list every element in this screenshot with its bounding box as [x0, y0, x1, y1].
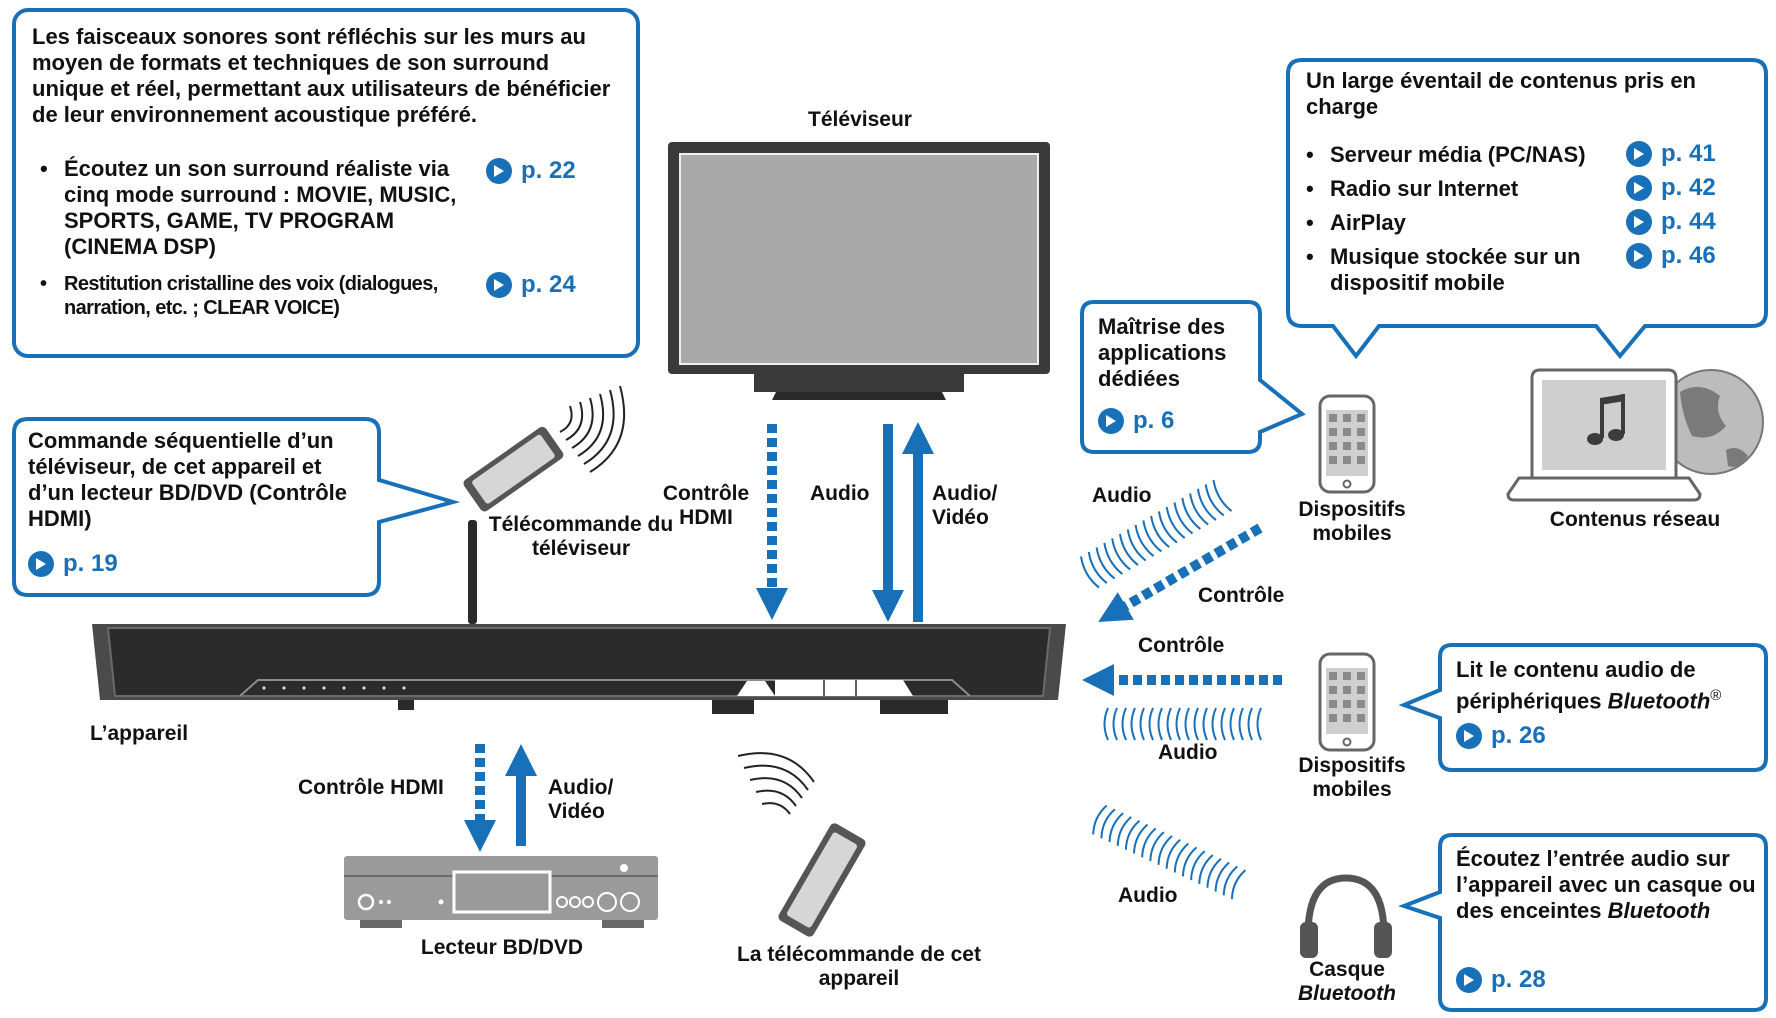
- arrow-circle-icon: [1456, 967, 1482, 993]
- bt-in-text: Lit le contenu audio de périphériques: [1456, 657, 1696, 714]
- apps-callout-text: Maîtrise des applications dédiées: [1098, 314, 1227, 391]
- unit-remote-illustration: [737, 752, 866, 937]
- apps-callout-ref[interactable]: p. 6: [1098, 407, 1174, 435]
- headphones-label: Casque Bluetooth: [1280, 958, 1414, 1006]
- content-item-2-text: Radio sur Internet: [1330, 176, 1519, 201]
- arrow-circle-icon: [1626, 141, 1652, 167]
- mobile-device-2-illustration: [1318, 652, 1376, 752]
- tv-remote-label: Télécommande du téléviseur: [488, 513, 674, 560]
- control-label-1: Contrôle: [1198, 584, 1285, 607]
- arrow-circle-icon: [1098, 408, 1124, 434]
- content-item-3-ref-label: p. 44: [1661, 208, 1716, 235]
- unit-remote-label: La télécommande de cet appareil: [737, 943, 981, 990]
- bt-out-callout-ref[interactable]: p. 28: [1456, 966, 1546, 994]
- surround-item-1-ref-label: p. 22: [521, 157, 576, 184]
- unit-label: L’appareil: [90, 722, 189, 745]
- bt-in-callout-text: Lit le contenu audio de périphériques Bl…: [1456, 657, 1756, 714]
- tv-label: Téléviseur: [808, 108, 912, 131]
- bt-in-registered: ®: [1710, 687, 1722, 704]
- content-item-2-ref-label: p. 42: [1661, 174, 1716, 201]
- soundbar-illustration: [92, 520, 1066, 714]
- bt-out-italic: Bluetooth: [1607, 898, 1711, 923]
- surround-item-2-ref[interactable]: p. 24: [486, 271, 576, 299]
- content-item-1: Serveur média (PC/NAS): [1306, 142, 1630, 168]
- headphones-label-text: Casque: [1309, 958, 1385, 981]
- tv-illustration: [668, 142, 1050, 400]
- surround-item-1: Écoutez un son surround réaliste via cin…: [40, 156, 480, 260]
- arrow-circle-icon: [1456, 723, 1482, 749]
- soundwave-audio-3: [1092, 804, 1247, 900]
- content-item-4-text: Musique stockée sur un dispositif mobile: [1330, 244, 1581, 295]
- control-label-2: Contrôle: [1138, 634, 1225, 657]
- bt-in-callout-ref-label: p. 26: [1491, 722, 1546, 749]
- surround-item-1-text: Écoutez un son surround réaliste via cin…: [64, 156, 457, 259]
- headphones-illustration: [1300, 874, 1392, 958]
- surround-item-2-ref-label: p. 24: [521, 271, 576, 298]
- headphones-label-italic: Bluetooth: [1298, 982, 1396, 1005]
- content-item-2-ref[interactable]: p. 42: [1626, 174, 1716, 202]
- hdmi-control-bd-label: Contrôle HDMI: [298, 776, 444, 799]
- hdmi-callout-ref-label: p. 19: [63, 550, 118, 577]
- content-title: Un large éventail de contenus pris en ch…: [1306, 68, 1696, 119]
- bt-out-callout-text: Écoutez l’entrée audio sur l’appareil av…: [1456, 846, 1756, 924]
- bt-in-italic: Bluetooth: [1607, 688, 1711, 714]
- audio-tv-label: Audio: [810, 482, 870, 505]
- content-item-3-text: AirPlay: [1330, 210, 1406, 235]
- content-item-1-ref[interactable]: p. 41: [1626, 140, 1716, 168]
- content-item-4-ref[interactable]: p. 46: [1626, 242, 1716, 270]
- arrow-circle-icon: [486, 158, 512, 184]
- apps-callout-ref-label: p. 6: [1133, 407, 1175, 434]
- surround-item-2: Restitution cristalline des voix (dialog…: [40, 272, 494, 320]
- surround-intro: Les faisceaux sonores sont réfléchis sur…: [32, 24, 611, 127]
- content-item-3: AirPlay: [1306, 210, 1630, 236]
- arrow-control-mobile-1: [1098, 523, 1263, 623]
- content-item-4: Musique stockée sur un dispositif mobile: [1306, 244, 1600, 296]
- arrow-circle-icon: [1626, 243, 1652, 269]
- callout-apps-box: [1080, 300, 1306, 454]
- arrow-circle-icon: [1626, 175, 1652, 201]
- content-item-1-ref-label: p. 41: [1661, 140, 1716, 167]
- surround-item-2-text: Restitution cristalline des voix (dialog…: [64, 273, 438, 319]
- callout-bt-in-box: [1398, 643, 1768, 772]
- content-item-4-ref-label: p. 46: [1661, 242, 1716, 269]
- audio-video-tv-label: Audio/ Vidéo: [932, 482, 998, 529]
- arrow-circle-icon: [486, 272, 512, 298]
- network-content-label: Contenus réseau: [1549, 508, 1721, 531]
- callout-hdmi-box: [12, 417, 461, 597]
- hdmi-control-tv-label: Contrôle HDMI: [662, 482, 750, 529]
- content-item-2: Radio sur Internet: [1306, 176, 1630, 202]
- content-item-3-ref[interactable]: p. 44: [1626, 208, 1716, 236]
- audio-video-bd-label: Audio/ Vidéo: [548, 776, 614, 823]
- audio-label-1: Audio: [1092, 484, 1152, 507]
- bt-in-callout-ref[interactable]: p. 26: [1456, 722, 1546, 750]
- arrow-circle-icon: [1626, 209, 1652, 235]
- mobile-label-1: Dispositifs mobiles: [1298, 498, 1406, 545]
- audio-label-2: Audio: [1158, 741, 1218, 764]
- bd-player-label: Lecteur BD/DVD: [420, 936, 584, 959]
- bd-player-illustration: [344, 856, 658, 928]
- tv-remote-illustration: [463, 385, 626, 512]
- hdmi-callout-text: Commande séquentielle d’un téléviseur, d…: [28, 428, 348, 531]
- arrow-circle-icon: [28, 551, 54, 577]
- soundwave-audio-2: [1103, 707, 1262, 741]
- surround-item-1-ref[interactable]: p. 22: [486, 157, 576, 185]
- laptop-globe-illustration: [1506, 368, 1764, 502]
- mobile-label-2: Dispositifs mobiles: [1298, 754, 1406, 801]
- audio-label-3: Audio: [1118, 884, 1178, 907]
- hdmi-callout-ref[interactable]: p. 19: [28, 550, 118, 578]
- content-item-1-text: Serveur média (PC/NAS): [1330, 142, 1586, 167]
- soundwave-audio-1: [1080, 479, 1233, 589]
- callout-bt-out-box: [1398, 833, 1768, 1012]
- bt-out-text: Écoutez l’entrée audio sur l’appareil av…: [1456, 846, 1756, 923]
- mobile-device-1-illustration: [1318, 394, 1376, 494]
- bt-out-callout-ref-label: p. 28: [1491, 966, 1546, 993]
